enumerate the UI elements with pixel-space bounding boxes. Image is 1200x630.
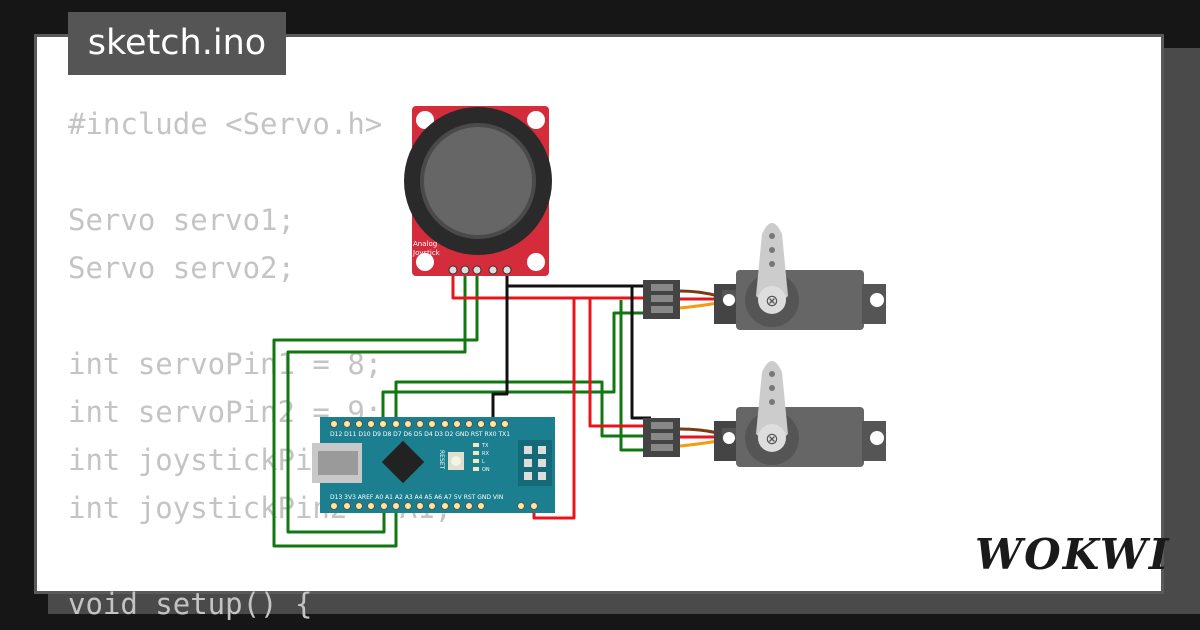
wires bbox=[272, 270, 651, 548]
nano-status-leds: TX RX L ON bbox=[473, 443, 490, 473]
wokwi-logo: WOKWI bbox=[975, 530, 1171, 579]
wire-vert-a0[interactable] bbox=[286, 270, 467, 534]
wire-servo2-signal-b[interactable] bbox=[619, 300, 651, 452]
wire-d9-servo2[interactable] bbox=[394, 380, 651, 438]
code-line: Servo servo2; bbox=[68, 251, 295, 285]
wire-vcc-servo2[interactable] bbox=[574, 296, 651, 428]
led-label-on: ON bbox=[482, 467, 490, 473]
wire-gnd-board[interactable] bbox=[491, 286, 509, 424]
wire-d8-servo1[interactable] bbox=[381, 311, 651, 422]
wire-horz-a1[interactable] bbox=[272, 270, 479, 548]
joystick-label-2: Joystick bbox=[412, 249, 441, 257]
svg-text:⊗: ⊗ bbox=[765, 291, 778, 310]
joystick-label-1: Analog bbox=[413, 240, 437, 248]
code-line: Servo servo1; bbox=[68, 203, 295, 237]
servo-1[interactable]: ⊗ bbox=[643, 223, 886, 330]
code-line: void setup() { bbox=[68, 587, 313, 621]
svg-text:⊗: ⊗ bbox=[765, 429, 778, 448]
led-label-rx: RX bbox=[482, 451, 489, 457]
code-line: int servoPin1 = 8; bbox=[68, 347, 383, 381]
nano-top-pin-labels: D12 D11 D10 D9 D8 D7 D6 D5 D4 D3 D2 GND … bbox=[330, 431, 510, 438]
diagram-canvas bbox=[34, 34, 1164, 594]
led-label-l: L bbox=[482, 459, 485, 465]
led-label-tx: TX bbox=[481, 443, 489, 449]
code-line: int servoPin2 = 9; bbox=[68, 395, 383, 429]
wire-vcc[interactable] bbox=[451, 270, 576, 520]
analog-joystick[interactable]: Analog Joystick bbox=[404, 106, 552, 276]
file-tab[interactable]: sketch.ino bbox=[68, 12, 286, 75]
nano-reset-label: RESET bbox=[438, 450, 445, 470]
code-line: #include <Servo.h> bbox=[68, 107, 383, 141]
servo-2[interactable]: ⊗ bbox=[643, 361, 886, 467]
nano-bottom-pin-labels: D13 3V3 AREF A0 A1 A2 A3 A4 A5 A6 A7 5V … bbox=[330, 494, 503, 501]
joystick-pins bbox=[448, 265, 512, 275]
arduino-nano[interactable]: D12 D11 D10 D9 D8 D7 D6 D5 D4 D3 D2 GND … bbox=[312, 417, 555, 513]
code-editor-background: #include <Servo.h> Servo servo1; Servo ser… bbox=[68, 100, 452, 628]
